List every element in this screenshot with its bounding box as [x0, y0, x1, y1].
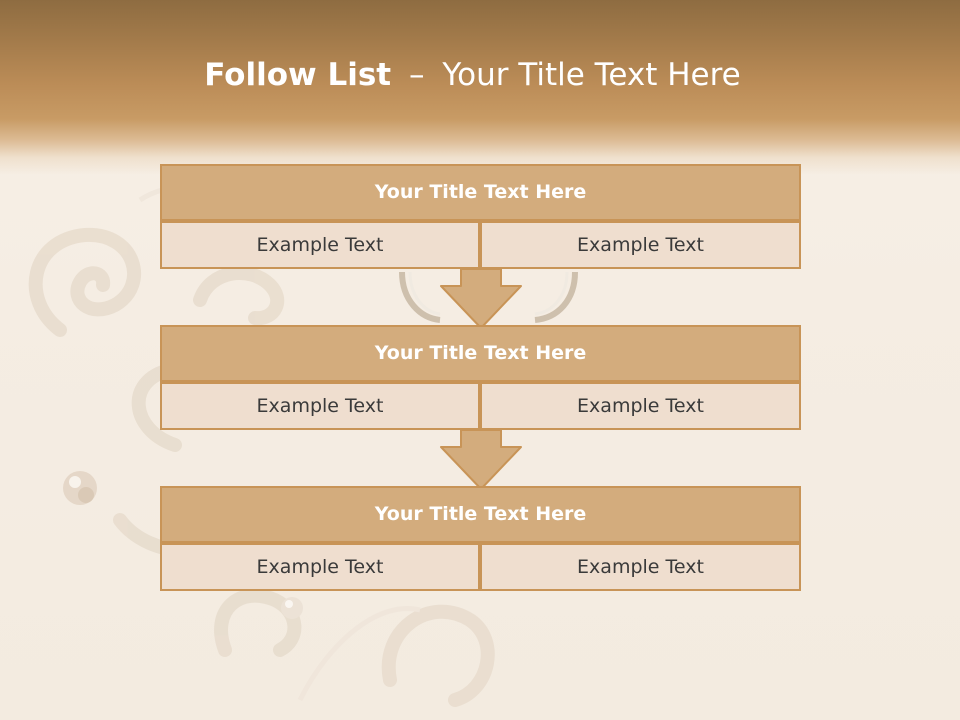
block-right-text: Example Text: [480, 221, 801, 269]
block-title: Your Title Text Here: [160, 164, 801, 221]
ring-decoration: [399, 271, 578, 323]
block-right-text: Example Text: [480, 382, 801, 430]
swirl-decoration: [193, 266, 285, 326]
swirl-decoration: [28, 227, 142, 337]
slide-title-bold: Follow List: [204, 57, 392, 93]
down-arrow-icon: [440, 268, 522, 329]
block-left-text: Example Text: [160, 221, 480, 269]
block-right-text: Example Text: [480, 543, 801, 591]
slide-title-rest: Your Title Text Here: [442, 57, 741, 93]
slide-title: Follow List – Your Title Text Here: [0, 55, 945, 95]
block-title: Your Title Text Here: [160, 486, 801, 543]
block-left-text: Example Text: [160, 543, 480, 591]
swirl-decoration: [381, 604, 495, 707]
pearl-decoration: [281, 597, 303, 619]
block-title: Your Title Text Here: [160, 325, 801, 382]
swirl-decoration: [214, 588, 302, 657]
down-arrow-icon: [440, 429, 522, 490]
slide-title-separator: –: [408, 57, 425, 93]
header-band: [0, 0, 960, 175]
block-left-text: Example Text: [160, 382, 480, 430]
